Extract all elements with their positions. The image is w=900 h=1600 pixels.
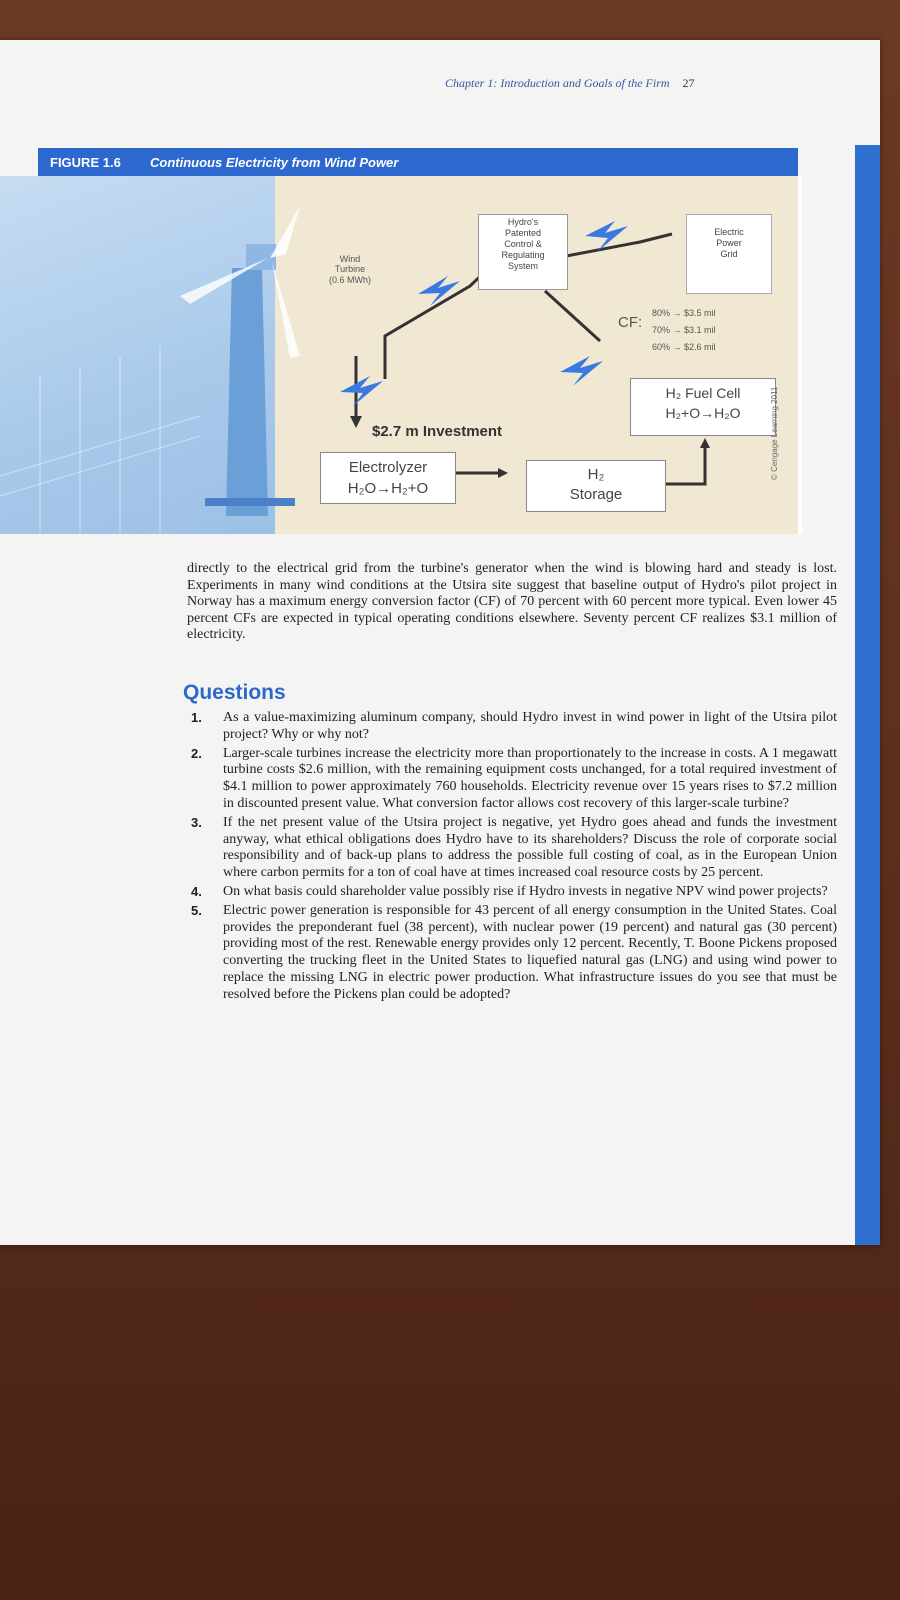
question-item: 4. On what basis could shareholder value… <box>185 884 837 901</box>
figure-number: FIGURE 1.6 <box>50 154 121 170</box>
grid-label-line: Power <box>716 238 742 248</box>
h2-storage-box: H₂ Storage <box>526 460 666 512</box>
question-text: Electric power generation is responsible… <box>223 902 837 1002</box>
wind-turbine-label-line: (0.6 MWh) <box>328 274 371 285</box>
electrolyzer-equation: H₂O→H₂+O <box>347 480 429 497</box>
body-paragraph: directly to the electrical grid from the… <box>187 561 837 642</box>
question-text: On what basis could shareholder value po… <box>223 883 828 899</box>
question-number: 5. <box>191 902 202 918</box>
wind-power-diagram <box>0 206 710 534</box>
question-text: If the net present value of the Utsira p… <box>223 814 837 881</box>
page-number: 27 <box>682 76 695 90</box>
page-edge-band <box>855 145 880 1245</box>
running-head: Chapter 1: Introduction and Goals of the… <box>445 76 695 91</box>
fuel-cell-equation: H₂+O→H₂O <box>665 405 741 421</box>
question-text: As a value-maximizing aluminum company, … <box>223 710 837 742</box>
wind-turbine-label-line: Wind <box>339 254 361 264</box>
hydro-label-line: Control & <box>504 239 542 249</box>
question-number: 3. <box>191 814 202 830</box>
storage-label: Storage <box>569 486 623 503</box>
question-number: 4. <box>191 883 202 899</box>
hydro-label-line: Regulating <box>501 250 545 260</box>
wind-turbine-label-line: Turbine <box>334 264 366 275</box>
question-item: 2. Larger-scale turbines increase the el… <box>185 746 837 813</box>
figure-credit: © Cengage Learning 2011 <box>770 386 779 480</box>
question-item: 1. As a value-maximizing aluminum compan… <box>185 710 837 744</box>
fuel-cell-box: H₂ Fuel Cell H₂+O→H₂O <box>630 378 776 436</box>
storage-title: H₂ <box>587 466 605 483</box>
hydro-control-box: Hydro's Patented Control & Regulating Sy… <box>478 214 568 290</box>
turbine-graphic <box>180 206 300 516</box>
questions-list: 1. As a value-maximizing aluminum compan… <box>185 710 837 1006</box>
cf-row: 80% → $3.5 mil <box>652 308 716 318</box>
figure-title: Continuous Electricity from Wind Power <box>150 154 399 170</box>
cf-label: CF: <box>618 314 643 331</box>
grid-label-line: Electric <box>714 227 744 237</box>
figure-caption-bar: FIGURE 1.6 Continuous Electricity from W… <box>38 148 798 176</box>
cf-row: 60% → $2.6 mil <box>652 342 716 352</box>
question-number: 2. <box>191 745 202 761</box>
chapter-title: Chapter 1: Introduction and Goals of the… <box>445 76 670 90</box>
figure-divider <box>798 176 802 534</box>
hydro-label-line: Patented <box>504 228 542 238</box>
wind-turbine-label: Wind Turbine (0.6 MWh) <box>320 254 380 285</box>
fuel-cell-title: H₂ Fuel Cell <box>665 385 741 401</box>
electrolyzer-title: Electrolyzer <box>348 459 428 476</box>
cf-row: 70% → $3.1 mil <box>652 325 716 335</box>
questions-heading: Questions <box>183 681 286 704</box>
question-number: 1. <box>191 710 202 725</box>
grid-label-line: Grid <box>720 249 738 259</box>
question-text: Larger-scale turbines increase the elect… <box>223 745 837 811</box>
cf-row-highlight: 70% → $3.1 mil <box>652 322 716 339</box>
question-item: 3. If the net present value of the Utsir… <box>185 815 837 882</box>
cf-table: 80% → $3.5 mil 70% → $3.1 mil 60% → $2.6… <box>652 305 716 356</box>
lightning-icon <box>340 221 628 406</box>
investment-label: $2.7 m Investment <box>372 423 503 440</box>
question-item: 5. Electric power generation is responsi… <box>185 903 837 1004</box>
hydro-label-line: Hydro's <box>507 217 539 227</box>
electric-grid-box: Electric Power Grid <box>686 214 772 294</box>
hydro-label-line: System <box>507 261 538 271</box>
electrolyzer-box: Electrolyzer H₂O→H₂+O <box>320 452 456 504</box>
decorative-grid <box>0 346 201 534</box>
